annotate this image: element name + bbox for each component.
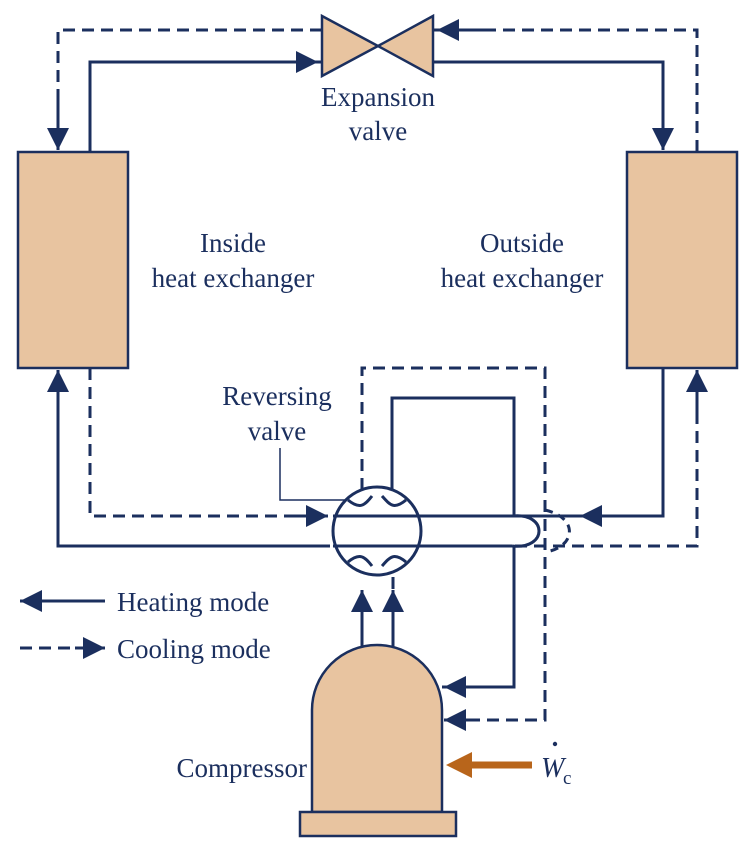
expansion-valve [320, 13, 435, 79]
cooling-flow-lines [47, 19, 708, 731]
legend-cooling-label: Cooling mode [117, 634, 271, 664]
pipe-crossover [511, 514, 541, 548]
outside-hx-label-2: heat exchanger [441, 263, 604, 293]
reversing-valve [331, 485, 423, 577]
outside-hx-label-1: Outside [480, 228, 564, 258]
legend: Heating mode Cooling mode [20, 587, 271, 664]
work-subscript: c [563, 768, 571, 789]
work-rate-dot [552, 741, 558, 747]
work-input-arrow [446, 752, 532, 778]
inside-heat-exchanger [16, 150, 130, 370]
reversing-valve-label-2: valve [248, 416, 306, 446]
reversing-valve-label-1: Reversing [222, 381, 331, 411]
heating-flow-lines [47, 51, 674, 698]
work-label: W c [541, 741, 571, 789]
compressor-label: Compressor [177, 753, 308, 783]
pipe-crossover-dashed [544, 508, 571, 554]
outside-heat-exchanger [625, 150, 739, 370]
expansion-valve-label-2: valve [349, 116, 407, 146]
compressor [298, 643, 458, 838]
legend-heating-label: Heating mode [117, 587, 269, 617]
inside-hx-label-2: heat exchanger [152, 263, 315, 293]
reversing-valve-leader [279, 448, 345, 501]
expansion-valve-label-1: Expansion [321, 82, 435, 112]
work-symbol: W [541, 753, 567, 784]
inside-hx-label-1: Inside [200, 228, 266, 258]
